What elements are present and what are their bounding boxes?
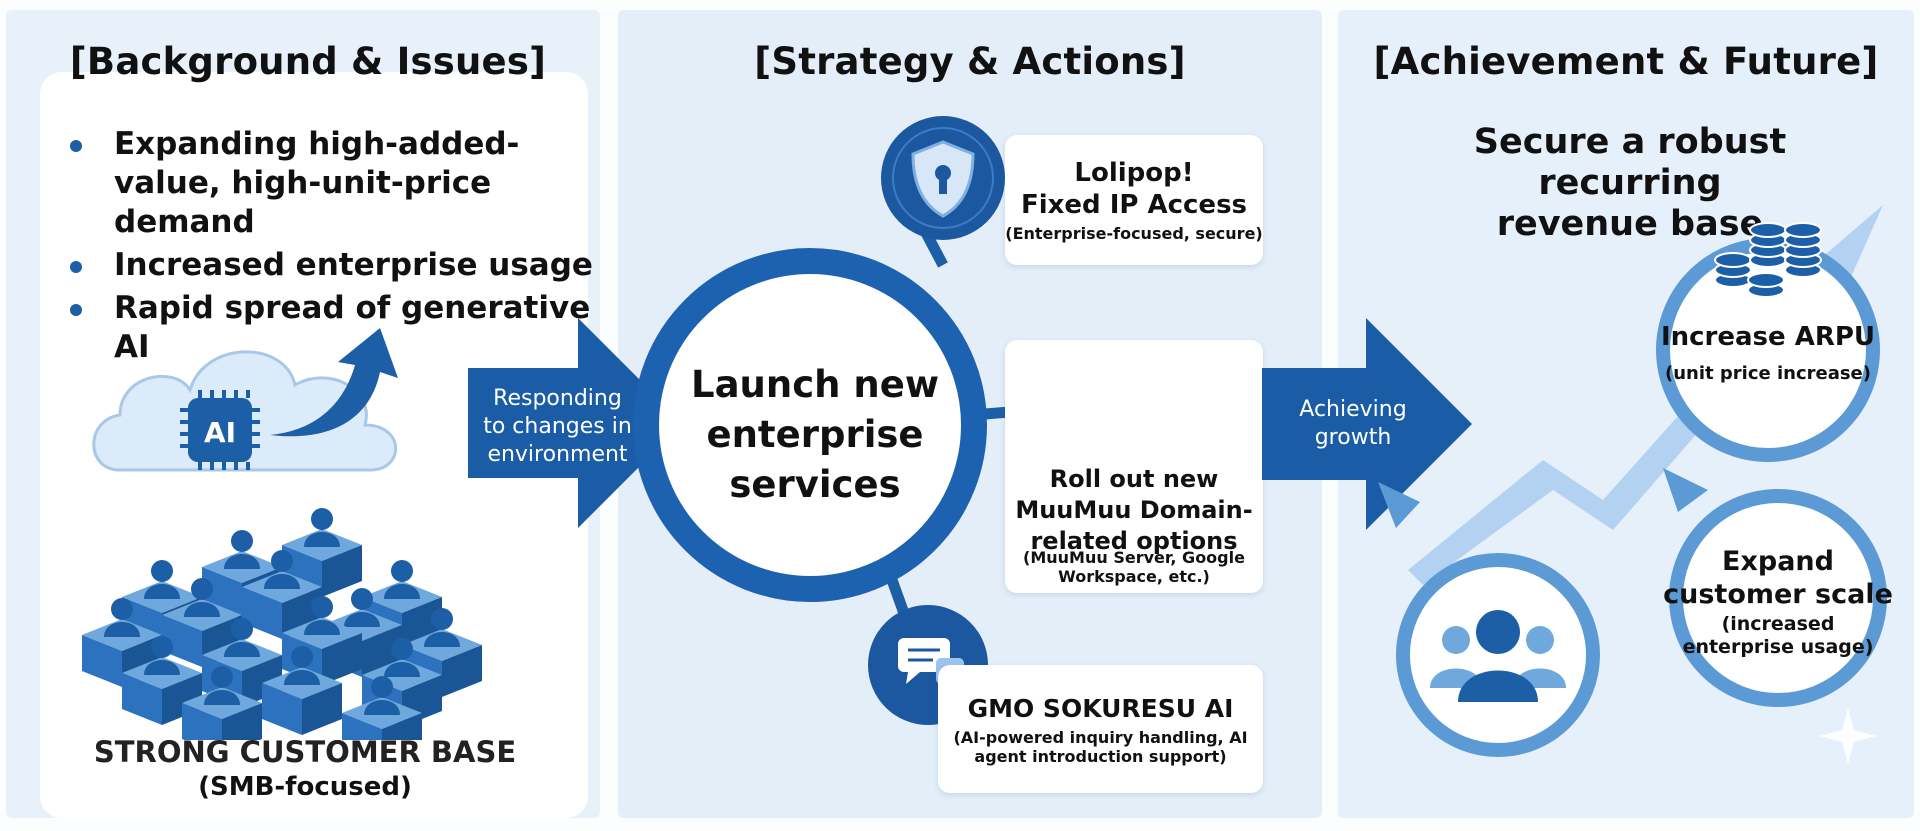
service-note-line: (AI-powered inquiry handling, AI xyxy=(953,728,1248,747)
scale-title: Expand customer scale xyxy=(1648,545,1908,611)
service-note: (Enterprise-focused, secure) xyxy=(1005,224,1263,243)
achievement-graphic xyxy=(1378,205,1887,764)
arrow-label-line: Achieving xyxy=(1299,397,1407,422)
customer-base-illustration xyxy=(82,508,482,740)
issue-bullet-list: Expanding high-added-value, high-unit-pr… xyxy=(60,125,614,371)
service-note-line: (MuuMuu Server, Google xyxy=(1023,548,1245,567)
scale-note-line: (increased xyxy=(1721,613,1835,635)
arrow-label-line: environment xyxy=(487,442,628,467)
service-title-line: Roll out new xyxy=(1049,465,1219,493)
hub-circle xyxy=(633,248,987,602)
desk-person-icon xyxy=(342,676,422,740)
hub-label-line: enterprise xyxy=(706,413,924,456)
ai-chip-label: AI xyxy=(204,416,236,449)
hub-label-line: services xyxy=(729,463,901,506)
service-title-line: related options xyxy=(1030,527,1238,555)
trend-arrow-icon xyxy=(1408,205,1883,585)
achievement-title: [Achievement & Future] xyxy=(1373,40,1879,83)
service-card-muumuu xyxy=(1005,340,1263,593)
service-title-line: Fixed IP Access xyxy=(1020,190,1248,220)
service-note: (MuuMuu Server, Google Workspace, etc.) xyxy=(1005,548,1263,586)
goal-heading: Secure a robust recurring revenue base xyxy=(1380,122,1880,245)
arrow-label-line: to changes in xyxy=(483,414,632,439)
scale-title-line: customer scale xyxy=(1663,579,1893,610)
growth-arrow-icon xyxy=(270,328,398,437)
scale-note-line: enterprise usage) xyxy=(1682,636,1874,658)
service-note: (AI-powered inquiry handling, AI agent i… xyxy=(938,728,1263,766)
growth-arrow-label: Achieving growth xyxy=(1268,396,1438,452)
responding-arrow xyxy=(468,318,683,528)
background-title: [Background & Issues] xyxy=(69,40,547,83)
scale-note: (increased enterprise usage) xyxy=(1648,613,1908,659)
ai-chip-icon: AI xyxy=(180,390,260,470)
arrow-label-line: Responding xyxy=(493,386,622,411)
desk-person-icon xyxy=(262,646,342,735)
shield-lock-icon xyxy=(881,116,1005,240)
customer-group-icon xyxy=(1396,553,1600,757)
hub-label-line: Launch new xyxy=(691,363,939,406)
customer-base-subtitle: (SMB-focused) xyxy=(198,772,412,802)
issue-bullet: Expanding high-added-value, high-unit-pr… xyxy=(60,125,614,242)
strategy-title: [Strategy & Actions] xyxy=(754,40,1186,83)
responding-arrow-label: Responding to changes in environment xyxy=(470,385,645,469)
service-note-line: agent introduction support) xyxy=(974,747,1227,766)
customer-base-title: STRONG CUSTOMER BASE xyxy=(93,735,517,769)
scale-title-line: Expand xyxy=(1722,546,1834,577)
ai-cloud-illustration: AI xyxy=(92,328,398,472)
desk-person-icon xyxy=(182,666,262,740)
coin-stacks-icon xyxy=(1714,222,1822,298)
service-card-sokuresu xyxy=(938,665,1263,793)
scale-circle xyxy=(1378,468,1887,707)
issue-bullet: Increased enterprise usage xyxy=(60,246,614,285)
desk-person-icon xyxy=(122,636,202,725)
goal-line: revenue base xyxy=(1496,204,1764,244)
arpu-title: Increase ARPU xyxy=(1660,322,1876,352)
sparkle-icon xyxy=(1820,708,1876,764)
service-note-line: Workspace, etc.) xyxy=(1058,567,1210,586)
service-card-lolipop xyxy=(1005,135,1263,265)
hub-label: Launch new enterprise services xyxy=(690,360,940,510)
issue-bullet: Rapid spread of generative AI xyxy=(60,289,614,367)
service-title-line: MuuMuu Domain- xyxy=(1015,496,1253,524)
service-title: Lolipop! Fixed IP Access xyxy=(1005,157,1263,221)
service-title: GMO SOKURESU AI xyxy=(967,694,1234,723)
arrow-label-line: growth xyxy=(1314,425,1392,450)
growth-arrow xyxy=(1262,318,1472,530)
arpu-note: (unit price increase) xyxy=(1664,363,1871,384)
service-title-line: Lolipop! xyxy=(1074,158,1194,188)
service-title: Roll out new MuuMuu Domain- related opti… xyxy=(1005,464,1263,557)
goal-line: Secure a robust recurring xyxy=(1473,122,1787,203)
